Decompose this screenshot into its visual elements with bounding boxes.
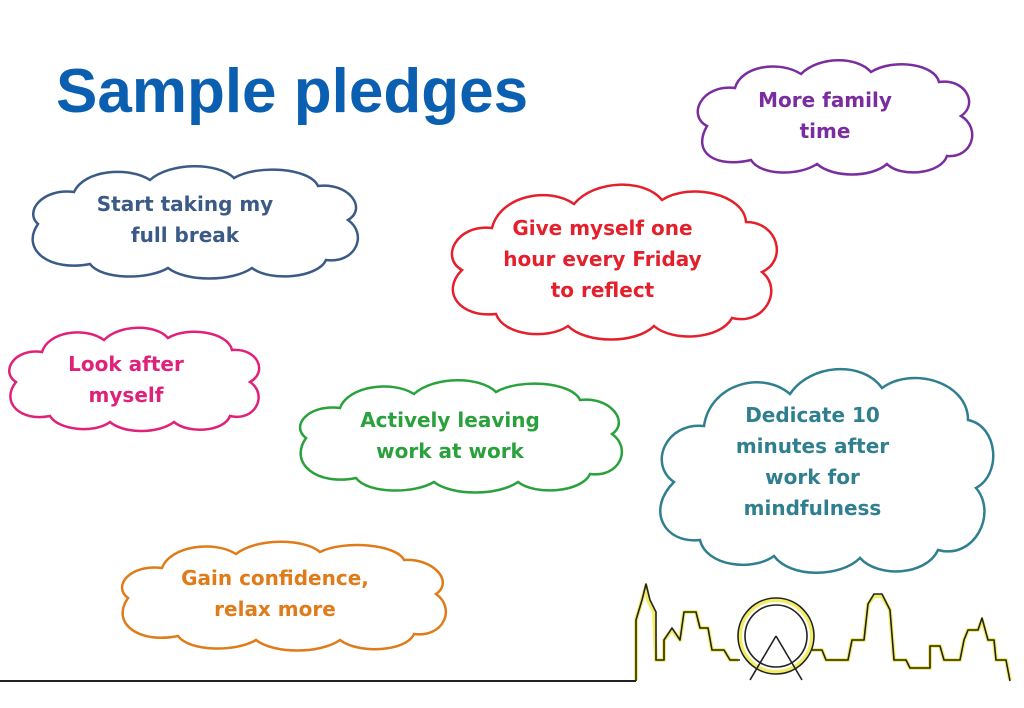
cloud-shape xyxy=(120,540,447,652)
cloud-shape xyxy=(659,367,995,574)
skyline-highlight xyxy=(634,584,1012,681)
pledge-give-myself-one-hour: Give myself one hour every Friday to ref… xyxy=(503,215,702,302)
cloud-shape xyxy=(696,59,974,176)
cloud-outline xyxy=(8,326,261,433)
pledge-look-after-myself: Look after myself xyxy=(68,352,184,407)
skyline-outline xyxy=(635,583,1011,682)
cloud-shape xyxy=(450,183,779,341)
cloud-outline xyxy=(450,183,779,341)
page-title: Sample pledges xyxy=(56,57,529,126)
cloud-outline xyxy=(120,540,447,652)
pledge-gain-confidence: Gain confidence, relax more xyxy=(181,566,369,621)
cloud-outline xyxy=(31,165,359,280)
cloud-outline xyxy=(696,59,974,176)
cloud-shape xyxy=(31,165,359,280)
pledge-start-taking-full-break: Start taking my full break xyxy=(96,192,274,247)
cloud-shape xyxy=(298,379,623,494)
cloud-outline xyxy=(659,367,995,574)
pledge-actively-leaving-work: Actively leaving work at work xyxy=(360,408,540,463)
pledge-more-family-time: More family time xyxy=(758,88,892,143)
pledge-dedicate-10-minutes: Dedicate 10 minutes after work for mindf… xyxy=(735,403,890,520)
cloud-shape xyxy=(8,326,261,433)
cloud-outline xyxy=(298,379,623,494)
